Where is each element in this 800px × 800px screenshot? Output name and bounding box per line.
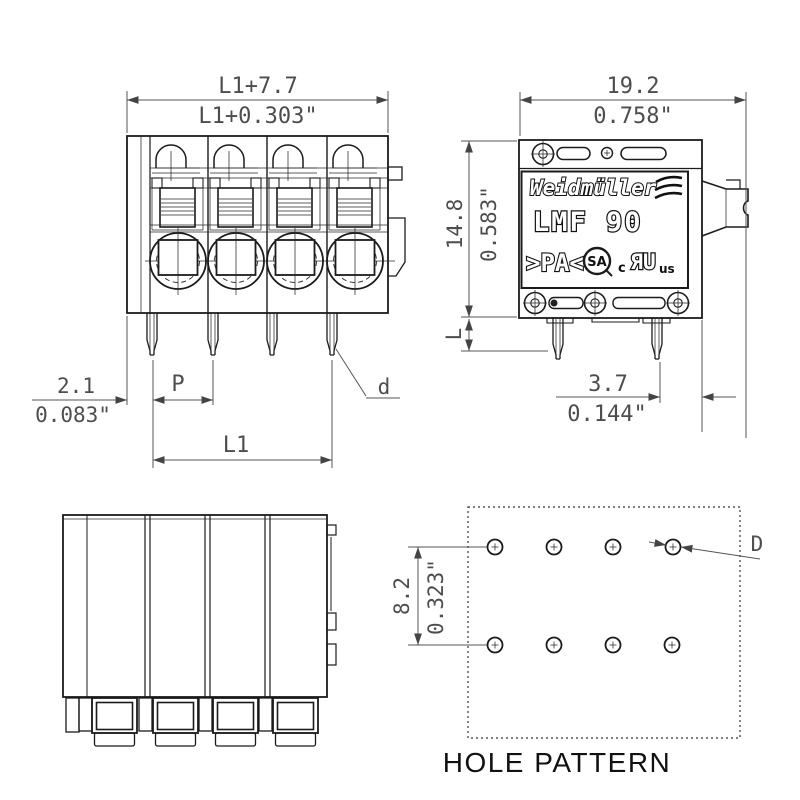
hole-pattern: 8.2 0.323" D HOLE PATTERN — [390, 506, 764, 778]
dim-pin-offset-mm: 3.7 — [588, 372, 628, 397]
dim-offset-inch: 0.083" — [35, 403, 111, 427]
side-body-outline — [518, 139, 703, 319]
dim-hole-diameter: D — [751, 532, 764, 556]
bottom-slot-1 — [548, 296, 584, 310]
front-view — [126, 135, 406, 356]
dim-row-spacing-mm: 8.2 — [390, 577, 414, 615]
right-flange-tab — [387, 166, 403, 181]
wire-funnels — [65, 697, 319, 747]
top-slot-1 — [556, 146, 591, 161]
ul-mark: c ЯU us — [618, 249, 675, 276]
dim-height-mm: 14.8 — [443, 199, 467, 250]
dim-width-mm: L1+7.7 — [218, 74, 297, 99]
model-label: LMF 90 — [533, 207, 643, 238]
dim-depth-mm: 19.2 — [607, 74, 660, 99]
dim-pin-diameter: d — [378, 375, 391, 399]
csa-label: SA — [587, 255, 606, 270]
front-view-dimensions: L1+7.7 L1+0.303" 2.1 0.083" P L1 d — [32, 74, 400, 468]
side-view: Weidmüller LMF 90 >PA< SA c ЯU us — [518, 139, 749, 360]
ul-us-label: us — [659, 262, 675, 276]
top-slot-2 — [620, 146, 667, 161]
front-pins — [146, 312, 338, 356]
bottom-body-outline — [62, 514, 328, 698]
bottom-screws — [523, 290, 690, 316]
top-pilot-hole — [600, 146, 614, 160]
material-label: >PA< — [526, 249, 584, 277]
csa-mark: SA — [582, 246, 613, 277]
weidmueller-logo-mark — [654, 175, 683, 200]
dim-pin-length: L — [442, 328, 466, 341]
ul-ru-label: ЯU — [630, 250, 655, 274]
marking-panel — [520, 170, 689, 289]
bottom-view — [62, 514, 337, 747]
dim-offset-mm: 2.1 — [57, 374, 95, 398]
top-screw — [531, 141, 555, 167]
dim-pitch: P — [171, 372, 184, 397]
hole-pattern-dimensions: 8.2 0.323" D — [390, 532, 764, 646]
dim-depth-inch: 0.758" — [593, 104, 672, 129]
side-view-dimensions: 19.2 0.758" 14.8 0.583" L 3.7 0.144" — [442, 74, 747, 438]
ul-c-label: c — [618, 261, 626, 276]
pcb-outline-dotted — [467, 506, 741, 739]
dim-row-spacing-inch: 0.323" — [424, 559, 448, 635]
hole-pattern-title: HOLE PATTERN — [443, 747, 672, 778]
right-flange — [388, 217, 406, 277]
dim-pin-offset-inch: 0.144" — [567, 402, 646, 427]
slot-pin-end — [550, 299, 558, 307]
front-body-outline — [126, 135, 389, 314]
mounting-holes — [486, 538, 682, 654]
brand-label: Weidmüller — [530, 176, 657, 200]
dim-height-inch: 0.583" — [477, 186, 501, 262]
dim-span: L1 — [223, 433, 250, 458]
pole-dividers — [207, 136, 328, 313]
dim-width-inch: L1+0.303" — [198, 104, 317, 129]
bottom-slot-2 — [612, 296, 666, 310]
side-latch — [701, 179, 749, 237]
